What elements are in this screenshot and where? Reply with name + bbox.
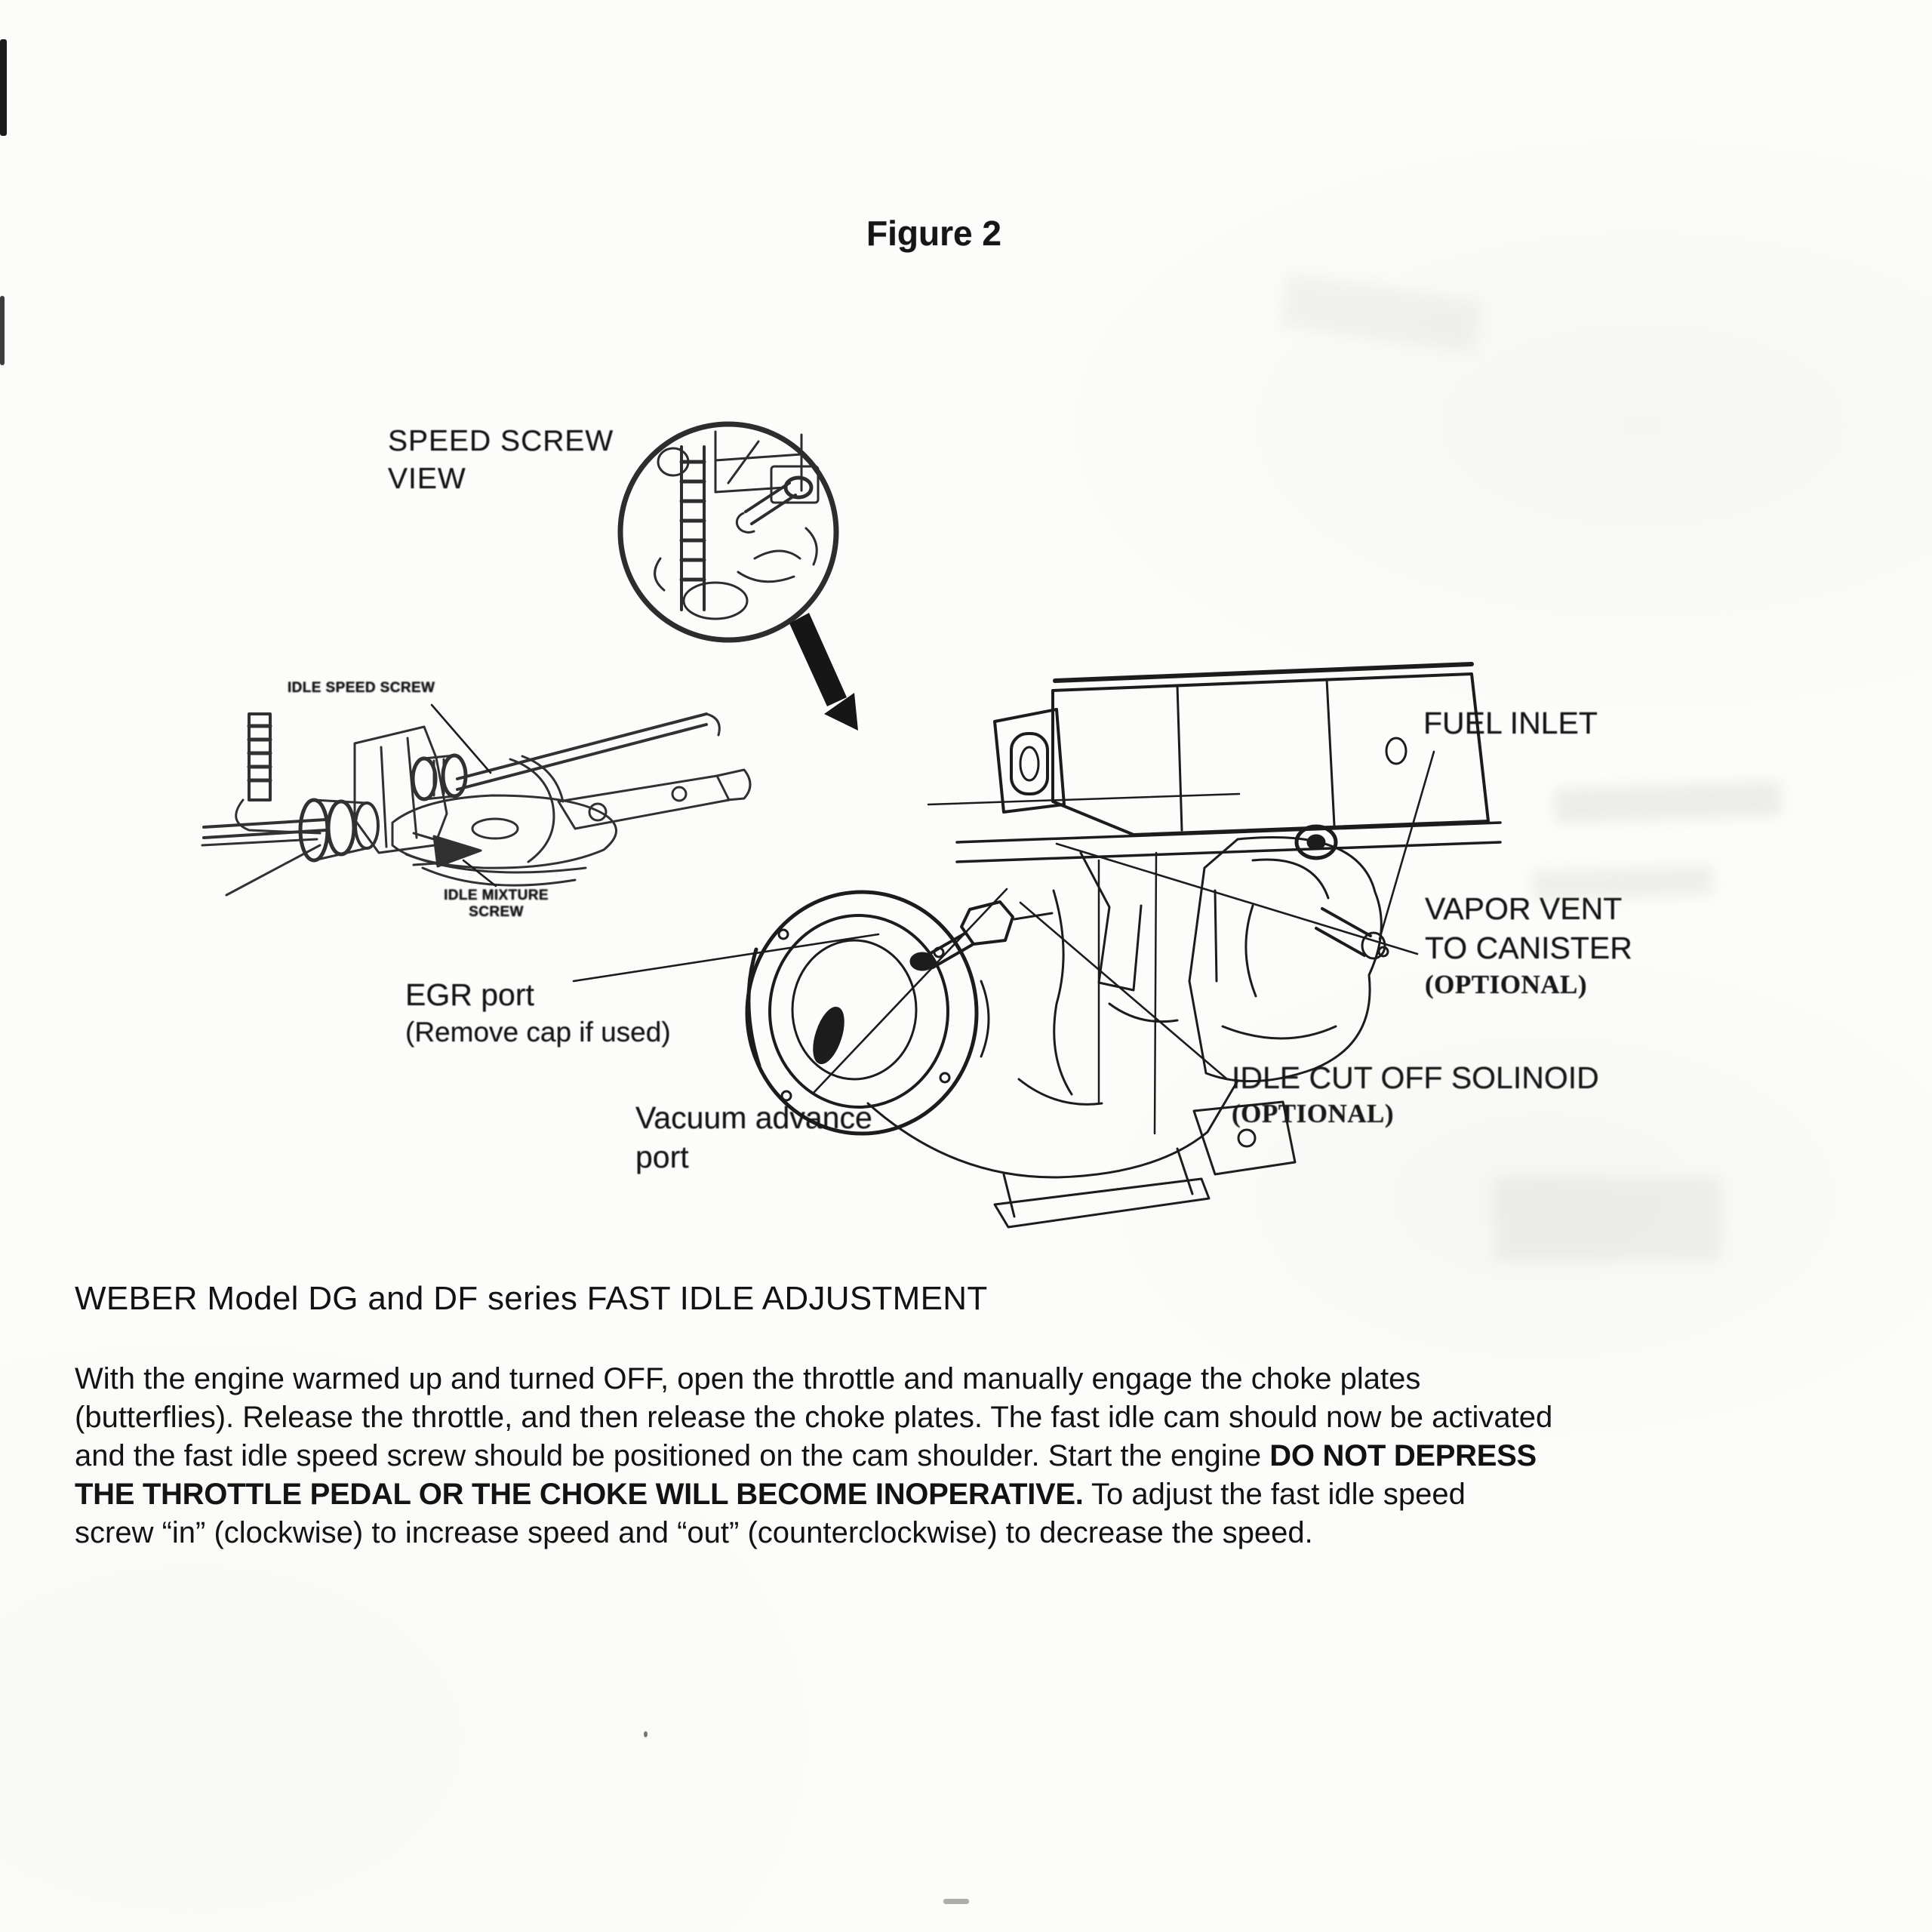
inset-arrow <box>789 613 858 731</box>
paragraph-line: screw “in” (clockwise) to increase speed… <box>75 1516 1313 1549</box>
label-optional: (OPTIONAL) <box>1425 969 1587 999</box>
label-line: EGR port <box>405 977 534 1012</box>
carburetor-body <box>745 662 1502 1229</box>
label-line: port <box>635 1140 689 1175</box>
leader-fuel-inlet <box>1378 750 1435 940</box>
figure-title: Figure 2 <box>866 214 1001 253</box>
leader-egr-port <box>572 933 880 983</box>
section-heading: WEBER Model DG and DF series FAST IDLE A… <box>75 1280 988 1317</box>
leader-idle-mixture-screw <box>462 859 497 888</box>
label-line: (Remove cap if used) <box>405 1017 671 1048</box>
paragraph-line: and the fast idle speed screw should be … <box>75 1439 1537 1472</box>
label-line: VIEW <box>388 462 466 495</box>
label-idle-cut-off-solenoid: IDLE CUT OFF SOLINOID (OPTIONAL) <box>1232 1058 1599 1131</box>
paragraph-line: THE THROTTLE PEDAL OR THE CHOKE WILL BEC… <box>75 1478 1466 1511</box>
label-line: VAPOR VENT <box>1425 891 1623 926</box>
label-vapor-vent: VAPOR VENT TO CANISTER (OPTIONAL) <box>1425 889 1632 1002</box>
leader-lines <box>430 703 1435 1094</box>
leader-vapor-vent <box>1055 842 1419 955</box>
paragraph: With the engine warmed up and turned OFF… <box>75 1360 1552 1552</box>
paragraph-line: (butterflies). Release the throttle, and… <box>75 1401 1553 1434</box>
leader-idle-cut-off <box>1019 901 1229 1081</box>
leader-idle-speed-screw <box>430 703 492 774</box>
paragraph-line: With the engine warmed up and turned OFF… <box>75 1362 1421 1395</box>
label-optional: (OPTIONAL) <box>1232 1099 1394 1129</box>
label-line: SPEED SCREW <box>388 425 614 457</box>
speed-screw-inset <box>617 421 839 643</box>
label-line: Vacuum advance <box>635 1100 872 1135</box>
label-line: TO CANISTER <box>1425 931 1632 966</box>
label-idle-mixture-screw: IDLE MIXTURE SCREW <box>444 888 549 920</box>
label-egr-port: EGR port (Remove cap if used) <box>405 975 671 1051</box>
throttle-linkage-assembly <box>201 712 752 897</box>
label-speed-screw-view: SPEED SCREW VIEW <box>388 423 614 498</box>
leader-vacuum-advance <box>812 888 1008 1094</box>
label-idle-speed-screw: IDLE SPEED SCREW <box>288 680 435 696</box>
label-fuel-inlet: FUEL INLET <box>1423 706 1598 740</box>
label-line: IDLE CUT OFF SOLINOID <box>1232 1060 1599 1095</box>
label-vacuum-advance-port: Vacuum advance port <box>635 1098 872 1177</box>
